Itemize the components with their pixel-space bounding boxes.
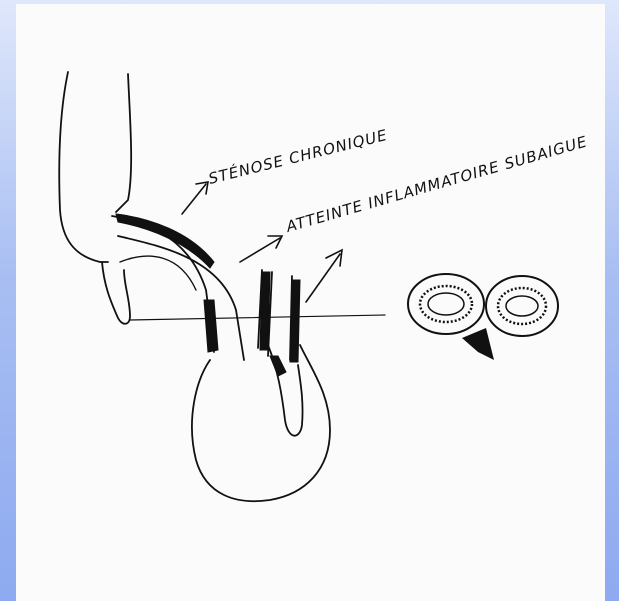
label-stenose-chronique: STÉNOSE CHRONIQUE <box>206 125 389 188</box>
stenosis-band-upper <box>116 214 214 268</box>
upper-tube-right-wall <box>116 74 131 212</box>
duct-right-wall <box>118 236 244 360</box>
cross-section-right <box>486 276 558 336</box>
arrow-3-shaft <box>306 254 340 302</box>
tube-bottom-tip <box>102 262 130 324</box>
horizontal-line <box>130 315 385 320</box>
duct-outer-lower <box>120 256 196 290</box>
inflamed-band-sac <box>270 356 286 376</box>
upper-tube-left-wall <box>59 72 108 262</box>
duct-left-wall <box>112 216 214 352</box>
sac-outline <box>192 345 330 501</box>
cross-section-marker <box>462 328 494 360</box>
arrow-2-shaft <box>240 238 280 262</box>
cross-section-left <box>408 274 484 334</box>
arrow-1-shaft <box>182 184 206 214</box>
inflamed-band-1 <box>260 272 270 350</box>
stenosis-band-left <box>204 300 218 352</box>
inflamed-band-2 <box>290 280 300 362</box>
